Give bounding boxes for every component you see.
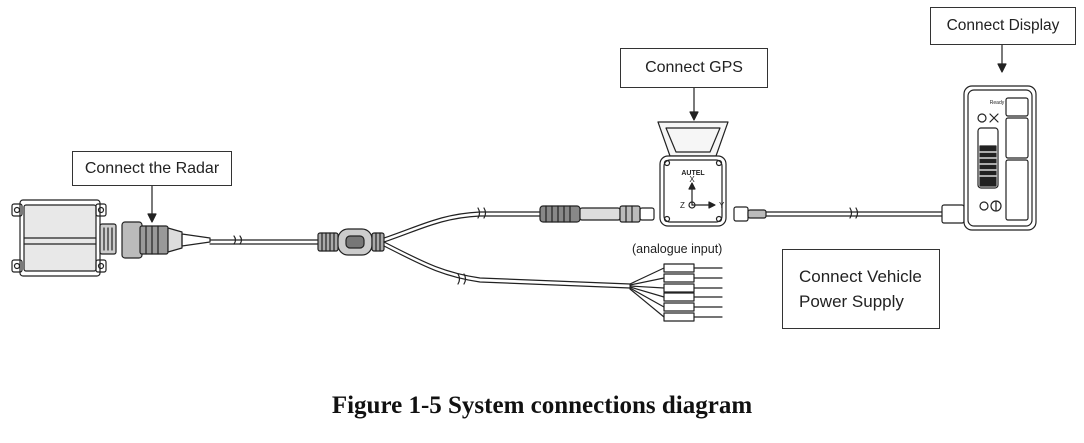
- figure-caption: Figure 1-5 System connections diagram: [331, 392, 753, 419]
- display-ready-label: Ready: [990, 100, 1005, 106]
- harness-splitter: [317, 228, 385, 256]
- gps-module: [657, 121, 729, 227]
- gps-axis-x: X: [689, 175, 695, 184]
- radar-arrowhead: [147, 213, 157, 223]
- radar-unit: [11, 199, 117, 277]
- analogue-branch-cable: [383, 241, 723, 322]
- callout-connect-power: Connect Vehicle Power Supply: [782, 249, 940, 329]
- gps-axis-z: Z: [680, 201, 685, 210]
- display-arrowhead: [997, 63, 1007, 73]
- callout-connect-radar: Connect the Radar: [72, 151, 232, 186]
- gps-axis-y: Y: [719, 201, 725, 210]
- callout-connect-display: Connect Display: [930, 7, 1076, 45]
- callout-connect-gps: Connect GPS: [620, 48, 768, 88]
- main-cable: [209, 235, 319, 245]
- gps-branch-cable: [383, 205, 655, 243]
- display-unit: [963, 85, 1037, 231]
- gps-arrowhead: [689, 111, 699, 121]
- callout-power-line2: Power Supply: [799, 292, 904, 311]
- radar-connector-plug: [121, 221, 211, 259]
- display-power-cable: [733, 204, 965, 224]
- gps-brand-label: AUTEL: [681, 170, 705, 177]
- analogue-input-label: (analogue input): [632, 242, 723, 256]
- callout-power-line1: Connect Vehicle: [799, 267, 922, 286]
